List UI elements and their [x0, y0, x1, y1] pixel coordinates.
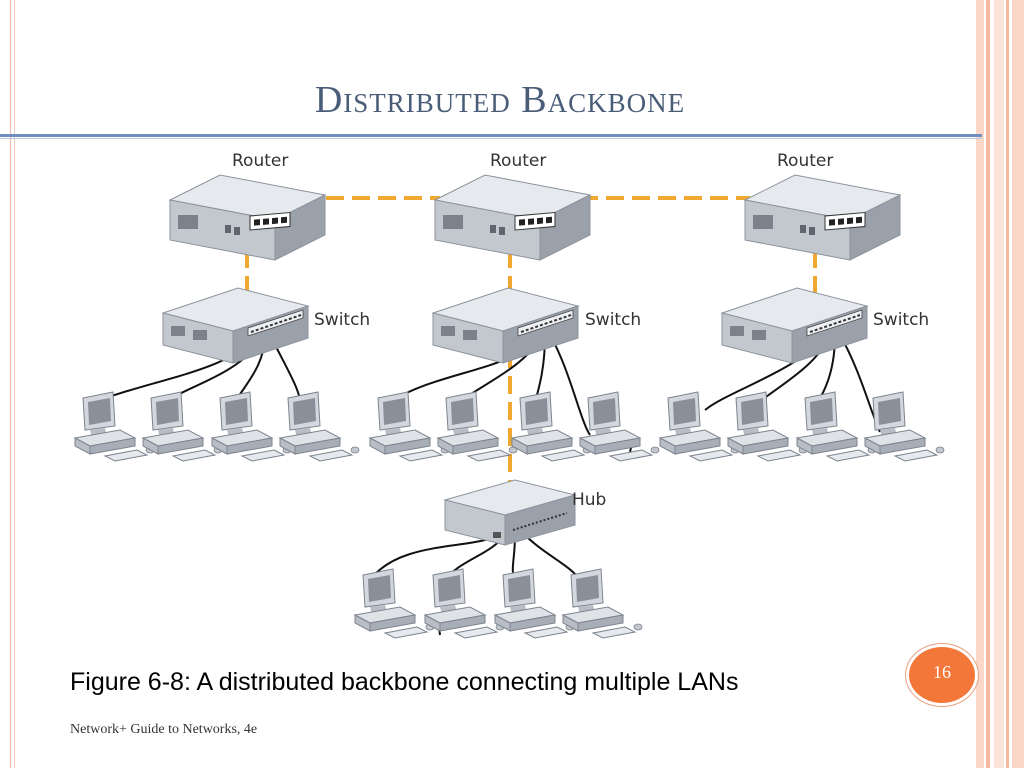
router-center: Router: [434, 151, 591, 261]
left-border-line-inner: [14, 0, 15, 768]
right-decorative-stripes: [976, 0, 1024, 768]
title-underline: [0, 134, 982, 137]
hub: Hub: [444, 479, 606, 546]
router-center-label: Router: [490, 151, 546, 171]
page-number-badge: 16: [906, 644, 978, 706]
page-number: 16: [933, 662, 951, 682]
slide-title: Distributed Backbone: [314, 79, 686, 121]
title-underline-thin: [0, 138, 982, 139]
network-diagram: Router Router Router Switch Switch Switc…: [74, 151, 945, 639]
workstation-group-left: [74, 391, 360, 462]
workstation-group-center: [369, 391, 660, 462]
left-border-line: [10, 0, 11, 768]
switch-right-label: Switch: [873, 310, 929, 330]
router-left-label: Router: [232, 151, 288, 171]
switch-right: Switch: [721, 287, 929, 364]
switch-left: Switch: [162, 287, 370, 364]
router-left: Router: [169, 151, 326, 261]
figure-caption: Figure 6-8: A distributed backbone conne…: [70, 668, 739, 696]
workstation-group-right: [659, 391, 945, 462]
backbone-links: [245, 196, 817, 500]
lan-cables: [94, 334, 881, 636]
switch-center-label: Switch: [585, 310, 641, 330]
switch-center: Switch: [432, 287, 641, 364]
router-right: Router: [744, 151, 901, 261]
slide-footer: Network+ Guide to Networks, 4e: [70, 722, 258, 737]
switch-left-label: Switch: [314, 310, 370, 330]
workstation-group-hub: [354, 568, 643, 639]
router-right-label: Router: [777, 151, 833, 171]
hub-label: Hub: [572, 490, 606, 510]
